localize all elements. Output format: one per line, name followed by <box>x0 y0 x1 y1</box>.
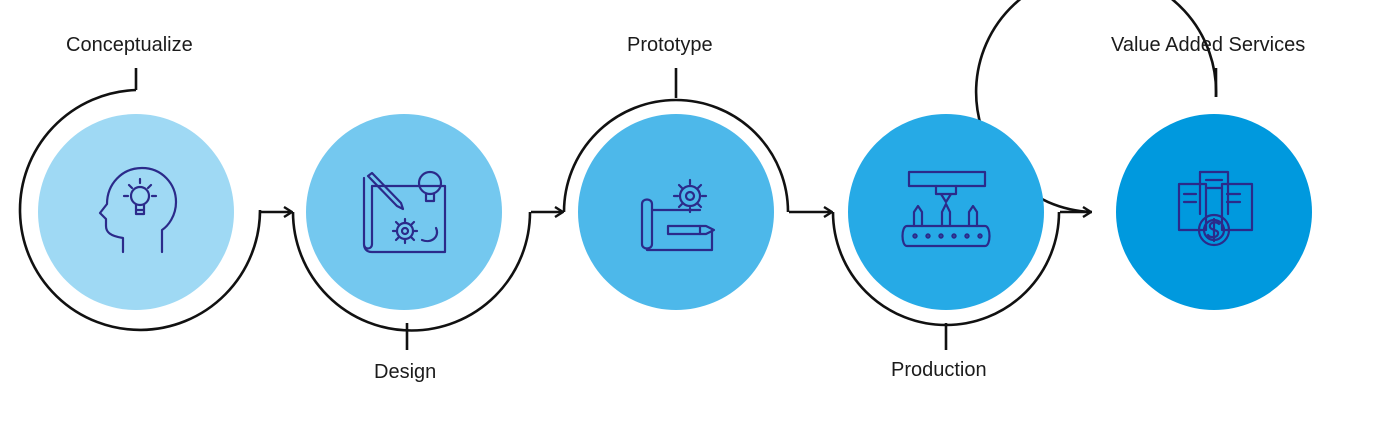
step-circle-production <box>848 114 1044 310</box>
head-lightbulb-icon <box>98 166 178 254</box>
label-value-added-services: Value Added Services <box>1111 34 1306 56</box>
bottling-line-icon <box>901 170 991 248</box>
blueprint-gear-icon <box>640 178 716 252</box>
buildings-dollar-icon <box>1177 170 1254 247</box>
step-circle-value-added <box>1116 114 1312 310</box>
label-prototype: Prototype <box>627 34 713 56</box>
step-circle-design <box>306 114 502 310</box>
step-circle-prototype <box>578 114 774 310</box>
label-design: Design <box>374 361 437 383</box>
label-conceptualize: Conceptualize <box>66 34 193 56</box>
label-production: Production <box>891 359 987 381</box>
leader-lines <box>134 68 1218 350</box>
ring-conceptualize <box>18 88 262 332</box>
ring-prototype <box>562 98 790 213</box>
ring-design <box>291 211 532 332</box>
blueprint-pencil-icon <box>362 170 447 254</box>
